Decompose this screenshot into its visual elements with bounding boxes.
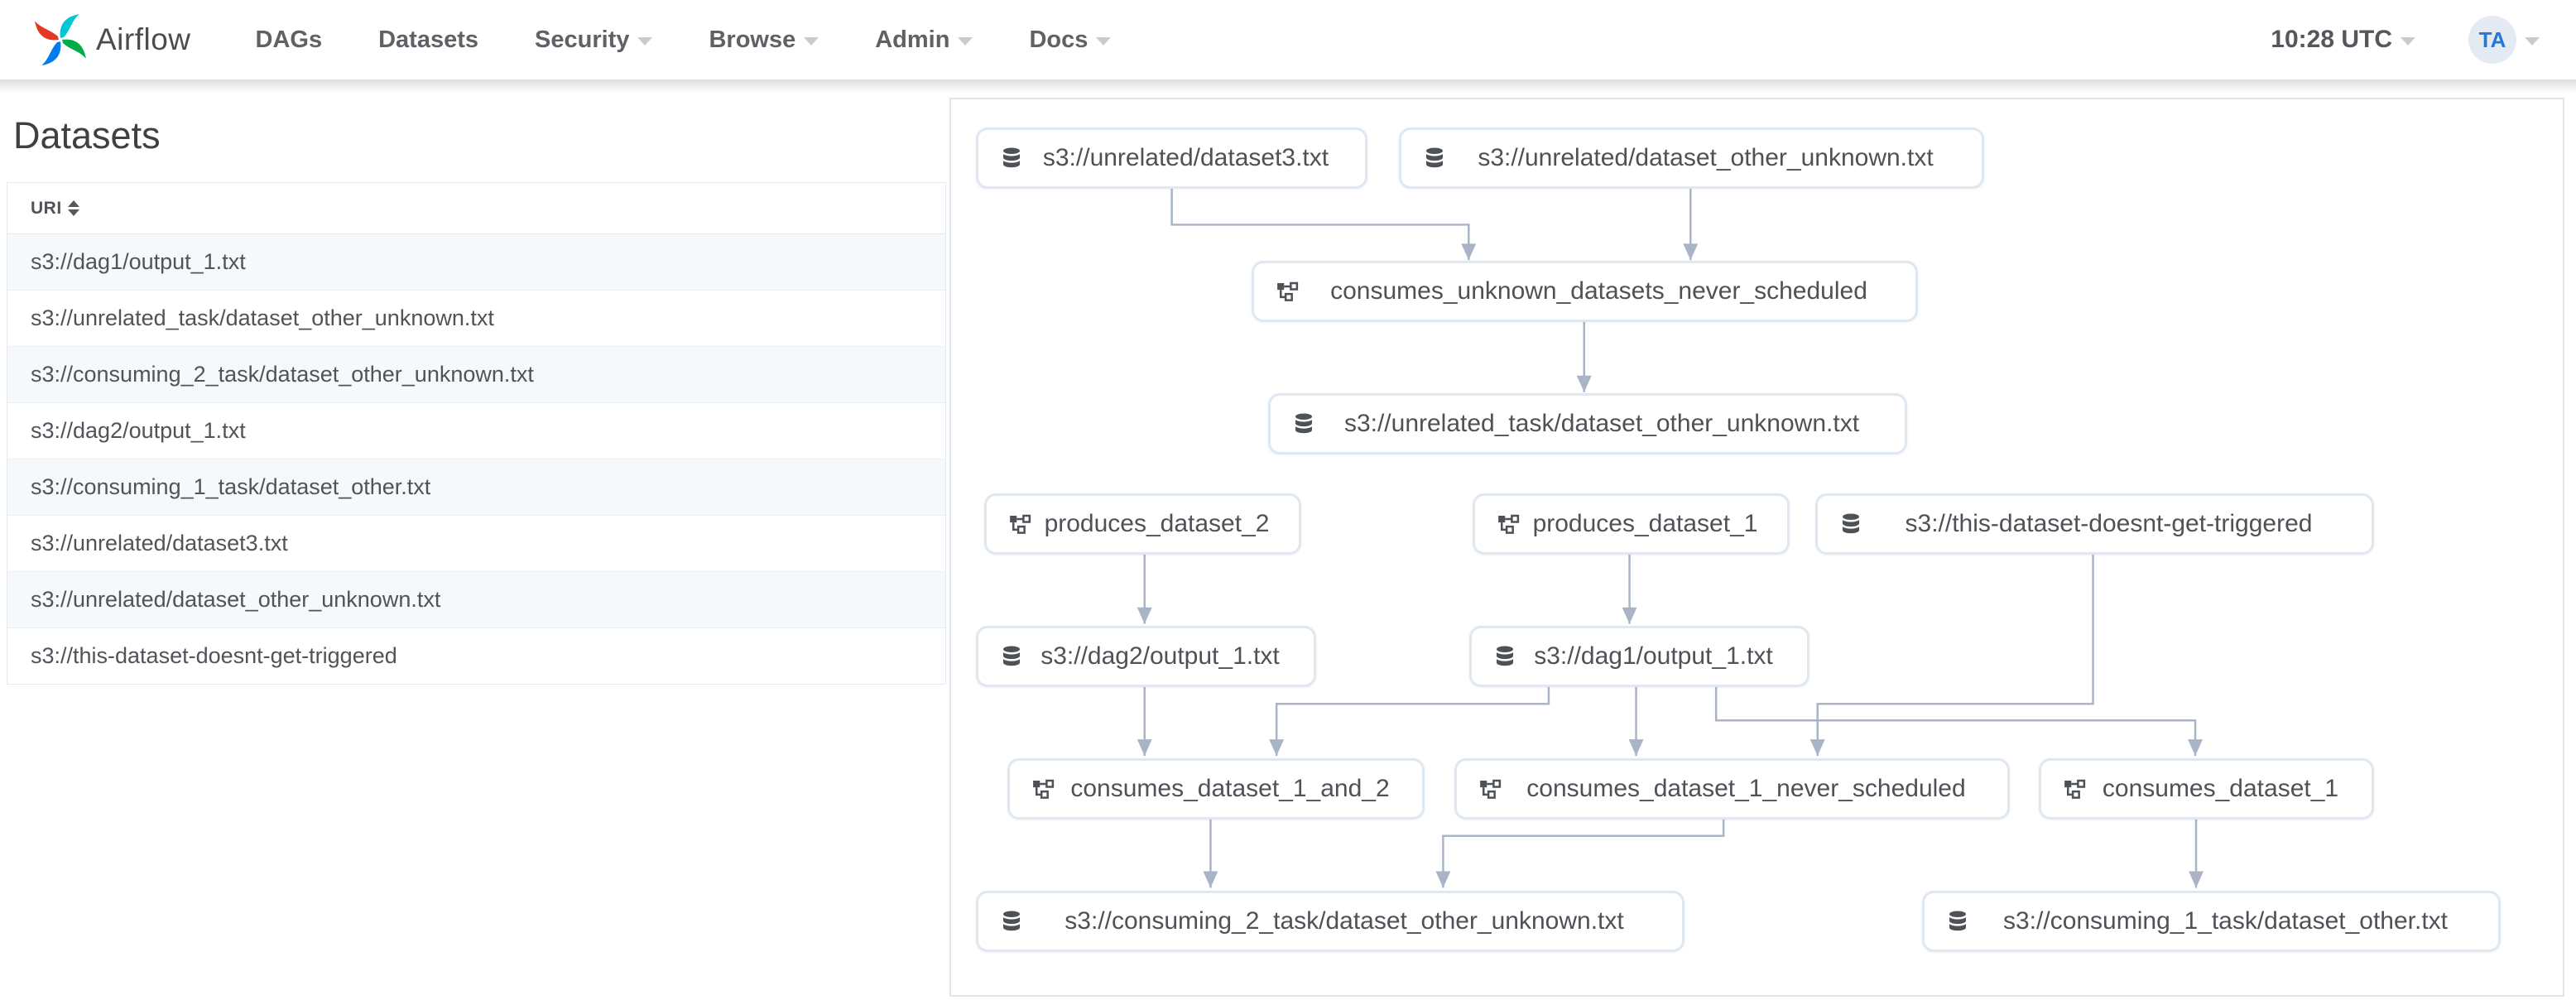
graph-node-label: consumes_dataset_1 xyxy=(2102,775,2339,802)
graph-node-label: produces_dataset_1 xyxy=(1532,510,1758,537)
chevron-down-icon xyxy=(1096,37,1112,46)
clock-menu[interactable]: 10:28 UTC xyxy=(2271,26,2415,54)
brand-home-link[interactable]: Airflow xyxy=(33,12,191,67)
chevron-down-icon xyxy=(2401,37,2415,46)
graph-stage: s3://unrelated/dataset3.txt s3://unrelate… xyxy=(951,99,2563,995)
nav-item-docs[interactable]: Docs xyxy=(1029,26,1112,54)
graph-node-label: consumes_unknown_datasets_never_schedule… xyxy=(1330,277,1867,305)
brand-name: Airflow xyxy=(96,22,191,56)
graph-node-label: s3://unrelated/dataset3.txt xyxy=(1042,144,1329,171)
dag-icon xyxy=(1007,511,1033,537)
dataset-uri-cell[interactable]: s3://unrelated/dataset3.txt xyxy=(7,515,946,572)
nav-item-security[interactable]: Security xyxy=(535,26,653,54)
table-row[interactable]: s3://unrelated/dataset_other_unknown.txt xyxy=(7,571,946,628)
dag-icon xyxy=(2061,776,2088,802)
table-row[interactable]: s3://dag1/output_1.txt xyxy=(7,233,946,291)
graph-node-label: s3://consuming_1_task/dataset_other.txt xyxy=(2003,907,2448,935)
chevron-down-icon xyxy=(804,37,819,46)
column-header-uri[interactable]: URI xyxy=(7,182,946,234)
database-icon xyxy=(1838,511,1864,537)
table-row[interactable]: s3://unrelated/dataset3.txt xyxy=(7,515,946,572)
graph-node-label: s3://unrelated/dataset_other_unknown.txt xyxy=(1478,144,1934,171)
graph-node-dag-produces-dataset-2[interactable]: produces_dataset_2 xyxy=(984,493,1301,555)
graph-node-label: s3://consuming_2_task/dataset_other_unkn… xyxy=(1065,907,1624,935)
table-row[interactable]: s3://dag2/output_1.txt xyxy=(7,402,946,459)
graph-node-label: s3://dag1/output_1.txt xyxy=(1534,642,1773,670)
graph-node-dataset-consuming-2-task-dataset-other-unknown[interactable]: s3://consuming_2_task/dataset_other_unkn… xyxy=(976,891,1684,952)
database-icon xyxy=(998,643,1025,670)
graph-node-dataset-dag2-output-1[interactable]: s3://dag2/output_1.txt xyxy=(976,626,1316,687)
database-icon xyxy=(1492,643,1518,670)
clock-label: 10:28 UTC xyxy=(2271,26,2392,53)
page-title: Datasets xyxy=(13,114,161,156)
graph-node-label: consumes_dataset_1_never_scheduled xyxy=(1526,775,1966,802)
graph-node-dag-consumes-unknown-datasets-never-scheduled[interactable]: consumes_unknown_datasets_never_schedule… xyxy=(1252,261,1918,322)
nav-item-datasets[interactable]: Datasets xyxy=(378,26,478,54)
graph-node-dataset-dag1-output-1[interactable]: s3://dag1/output_1.txt xyxy=(1469,626,1809,687)
graph-node-dataset-unrelated-dataset3[interactable]: s3://unrelated/dataset3.txt xyxy=(976,127,1367,189)
dataset-uri-cell[interactable]: s3://dag2/output_1.txt xyxy=(7,402,946,459)
navbar-shadow xyxy=(0,79,2576,93)
dataset-uri-cell[interactable]: s3://unrelated/dataset_other_unknown.txt xyxy=(7,571,946,628)
dataset-uri-cell[interactable]: s3://consuming_1_task/dataset_other.txt xyxy=(7,459,946,516)
database-icon xyxy=(998,908,1025,935)
table-row[interactable]: s3://consuming_2_task/dataset_other_unkn… xyxy=(7,346,946,403)
graph-node-dag-consumes-dataset-1-and-2[interactable]: consumes_dataset_1_and_2 xyxy=(1007,758,1425,820)
dag-icon xyxy=(1495,511,1521,537)
datasets-graph-panel: s3://unrelated/dataset3.txt s3://unrelate… xyxy=(949,98,2564,997)
graph-node-dataset-consuming-1-task-dataset-other[interactable]: s3://consuming_1_task/dataset_other.txt xyxy=(1922,891,2501,952)
user-menu[interactable]: TA xyxy=(2468,16,2540,64)
graph-node-label: s3://this-dataset-doesnt-get-triggered xyxy=(1905,510,2313,537)
graph-node-dataset-unrelated-task-dataset-other-unknown[interactable]: s3://unrelated_task/dataset_other_unknow… xyxy=(1268,393,1907,454)
nav-item-label: Browse xyxy=(709,26,796,53)
database-icon xyxy=(998,145,1025,171)
graph-node-label: consumes_dataset_1_and_2 xyxy=(1070,775,1390,802)
avatar: TA xyxy=(2468,16,2516,64)
dataset-uri-cell[interactable]: s3://consuming_2_task/dataset_other_unkn… xyxy=(7,346,946,403)
table-row[interactable]: s3://unrelated_task/dataset_other_unknow… xyxy=(7,290,946,347)
graph-edges xyxy=(1137,188,2204,888)
graph-node-dataset-unrelated-dataset-other-unknown[interactable]: s3://unrelated/dataset_other_unknown.txt xyxy=(1399,127,1984,189)
dag-icon xyxy=(1030,776,1056,802)
graph-node-dataset-this-dataset-doesnt-get-triggered[interactable]: s3://this-dataset-doesnt-get-triggered xyxy=(1815,493,2374,555)
dataset-uri-cell[interactable]: s3://this-dataset-doesnt-get-triggered xyxy=(7,627,946,685)
chevron-down-icon xyxy=(637,37,653,46)
nav-item-label: Admin xyxy=(875,26,950,53)
nav-item-browse[interactable]: Browse xyxy=(709,26,819,54)
database-icon xyxy=(1421,145,1448,171)
dataset-uri-cell[interactable]: s3://unrelated_task/dataset_other_unknow… xyxy=(7,290,946,347)
nav-item-label: Docs xyxy=(1029,26,1089,53)
graph-node-dag-consumes-dataset-1-never-scheduled[interactable]: consumes_dataset_1_never_scheduled xyxy=(1454,758,2010,820)
table-row[interactable]: s3://consuming_1_task/dataset_other.txt xyxy=(7,459,946,516)
airflow-logo-icon xyxy=(35,14,86,65)
graph-node-label: s3://unrelated_task/dataset_other_unknow… xyxy=(1343,410,1860,437)
dag-icon xyxy=(1477,776,1503,802)
database-icon xyxy=(1290,411,1317,437)
database-icon xyxy=(1944,908,1971,935)
graph-node-label: s3://dag2/output_1.txt xyxy=(1040,642,1280,670)
column-header-label: URI xyxy=(31,198,62,218)
nav-item-label: Datasets xyxy=(378,26,479,53)
main-nav: DAGs Datasets Security Browse Admin Docs xyxy=(256,26,1168,54)
table-row[interactable]: s3://this-dataset-doesnt-get-triggered xyxy=(7,627,946,685)
graph-node-label: produces_dataset_2 xyxy=(1044,510,1270,537)
nav-item-label: DAGs xyxy=(255,26,323,53)
nav-item-admin[interactable]: Admin xyxy=(875,26,973,54)
nav-right: 10:28 UTC TA xyxy=(2271,16,2540,64)
dataset-uri-cell[interactable]: s3://dag1/output_1.txt xyxy=(7,233,946,291)
graph-node-dag-produces-dataset-1[interactable]: produces_dataset_1 xyxy=(1473,493,1790,555)
dag-icon xyxy=(1274,278,1300,305)
nav-item-dags[interactable]: DAGs xyxy=(256,26,323,54)
graph-node-dag-consumes-dataset-1[interactable]: consumes_dataset_1 xyxy=(2039,758,2374,820)
nav-item-label: Security xyxy=(535,26,630,53)
chevron-down-icon xyxy=(958,37,973,46)
chevron-down-icon xyxy=(2525,37,2540,46)
sort-icon xyxy=(67,200,79,216)
